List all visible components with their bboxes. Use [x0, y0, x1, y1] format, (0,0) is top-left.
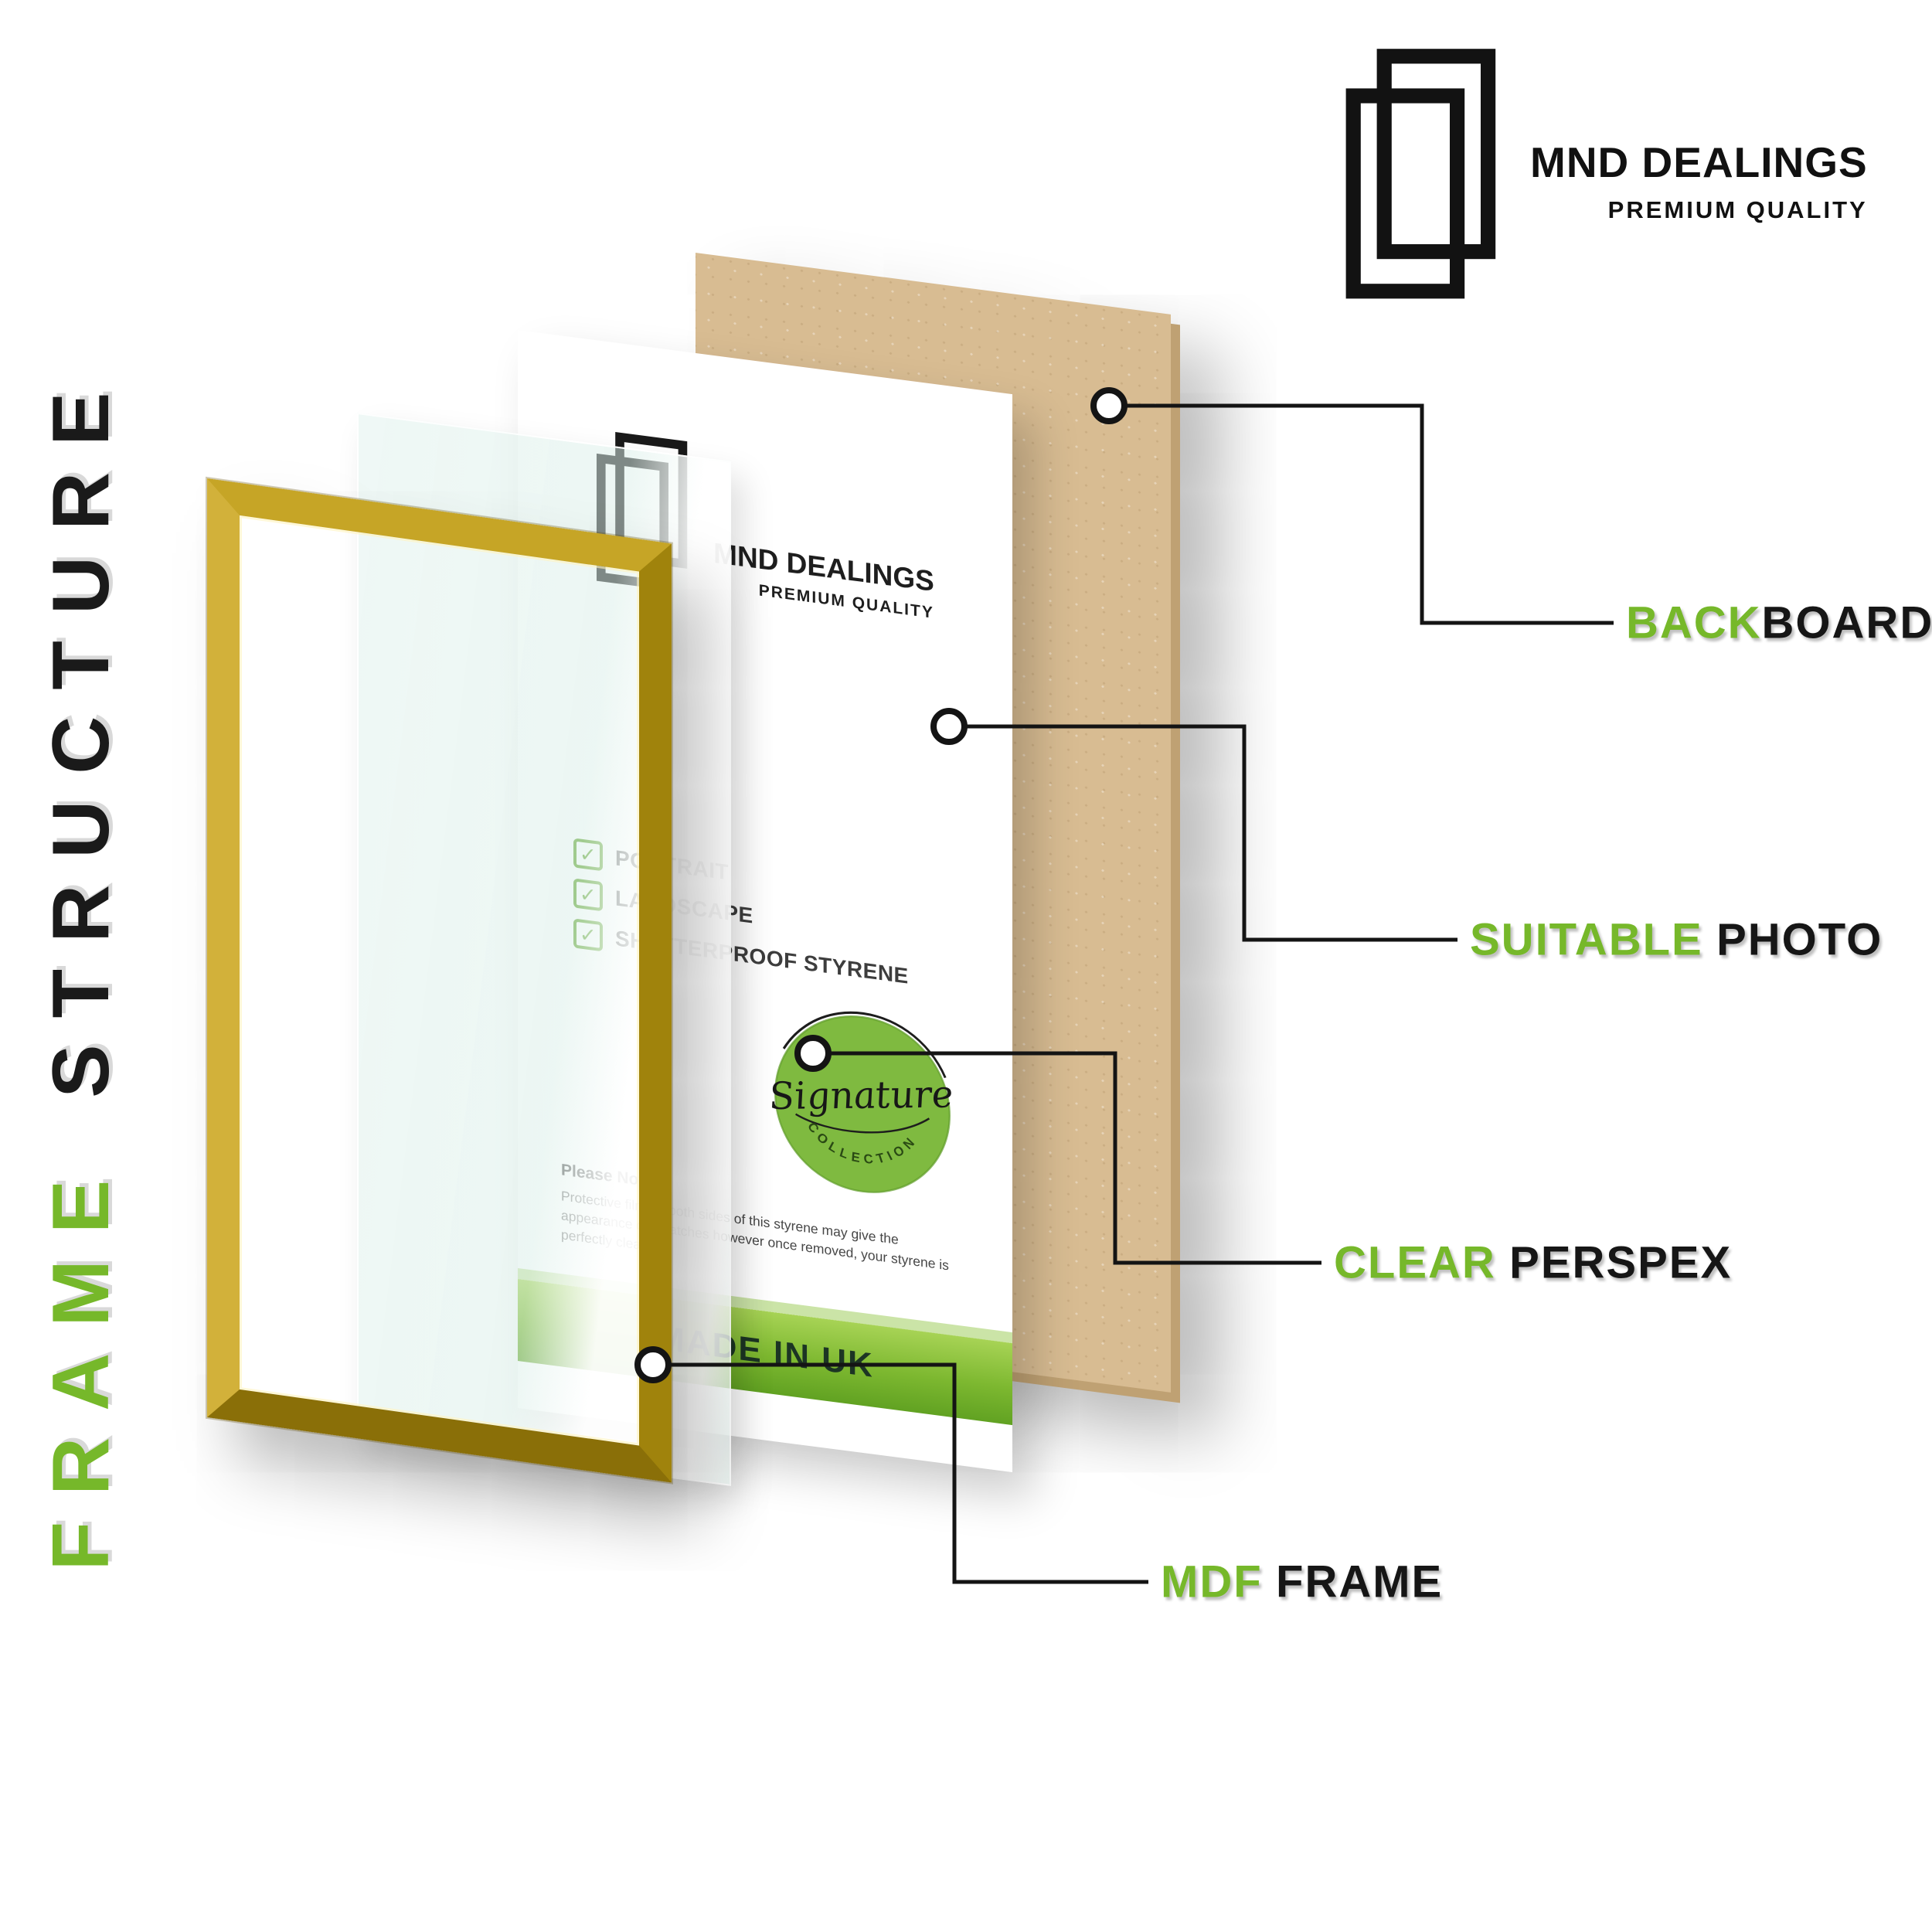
callout-label-rest: PERSPEX — [1509, 1237, 1733, 1288]
double-frame-logo-icon — [1345, 49, 1496, 299]
vertical-title-structure: STRUCTURE — [36, 366, 126, 1098]
callout-backboard: BACKBOARD — [1626, 597, 1932, 649]
callout-mdf-frame: MDF FRAME — [1161, 1556, 1443, 1608]
callout-label-highlight: CLEAR — [1334, 1237, 1496, 1288]
callout-clear-perspex: CLEAR PERSPEX — [1334, 1237, 1732, 1289]
sheet-brand-text: MND DEALINGS PREMIUM QUALITY — [713, 438, 934, 631]
callout-label-rest: FRAME — [1276, 1556, 1444, 1607]
signature-collection-badge: Signature COLLECTION — [767, 999, 956, 1209]
callout-label-rest: PHOTO — [1716, 914, 1883, 965]
vertical-title: FRAME STRUCTURE — [23, 311, 139, 1625]
callout-label-highlight: MDF — [1161, 1556, 1263, 1607]
brand-block: MND DEALINGS PREMIUM QUALITY — [1345, 46, 1868, 300]
brand-name: MND DEALINGS — [1530, 138, 1868, 186]
brand-tagline: PREMIUM QUALITY — [1607, 196, 1868, 223]
gold-frame-layer — [207, 478, 672, 1483]
callout-label-highlight: BACK — [1626, 597, 1762, 648]
badge-script-text: Signature — [767, 1073, 956, 1118]
vertical-title-frame: FRAME — [36, 1153, 126, 1571]
callout-label-highlight: SUITABLE — [1470, 914, 1703, 965]
callout-suitable-photo: SUITABLE PHOTO — [1470, 914, 1883, 966]
brand-text: MND DEALINGS PREMIUM QUALITY — [1530, 46, 1868, 300]
callout-label-rest: BOARD — [1761, 597, 1932, 648]
